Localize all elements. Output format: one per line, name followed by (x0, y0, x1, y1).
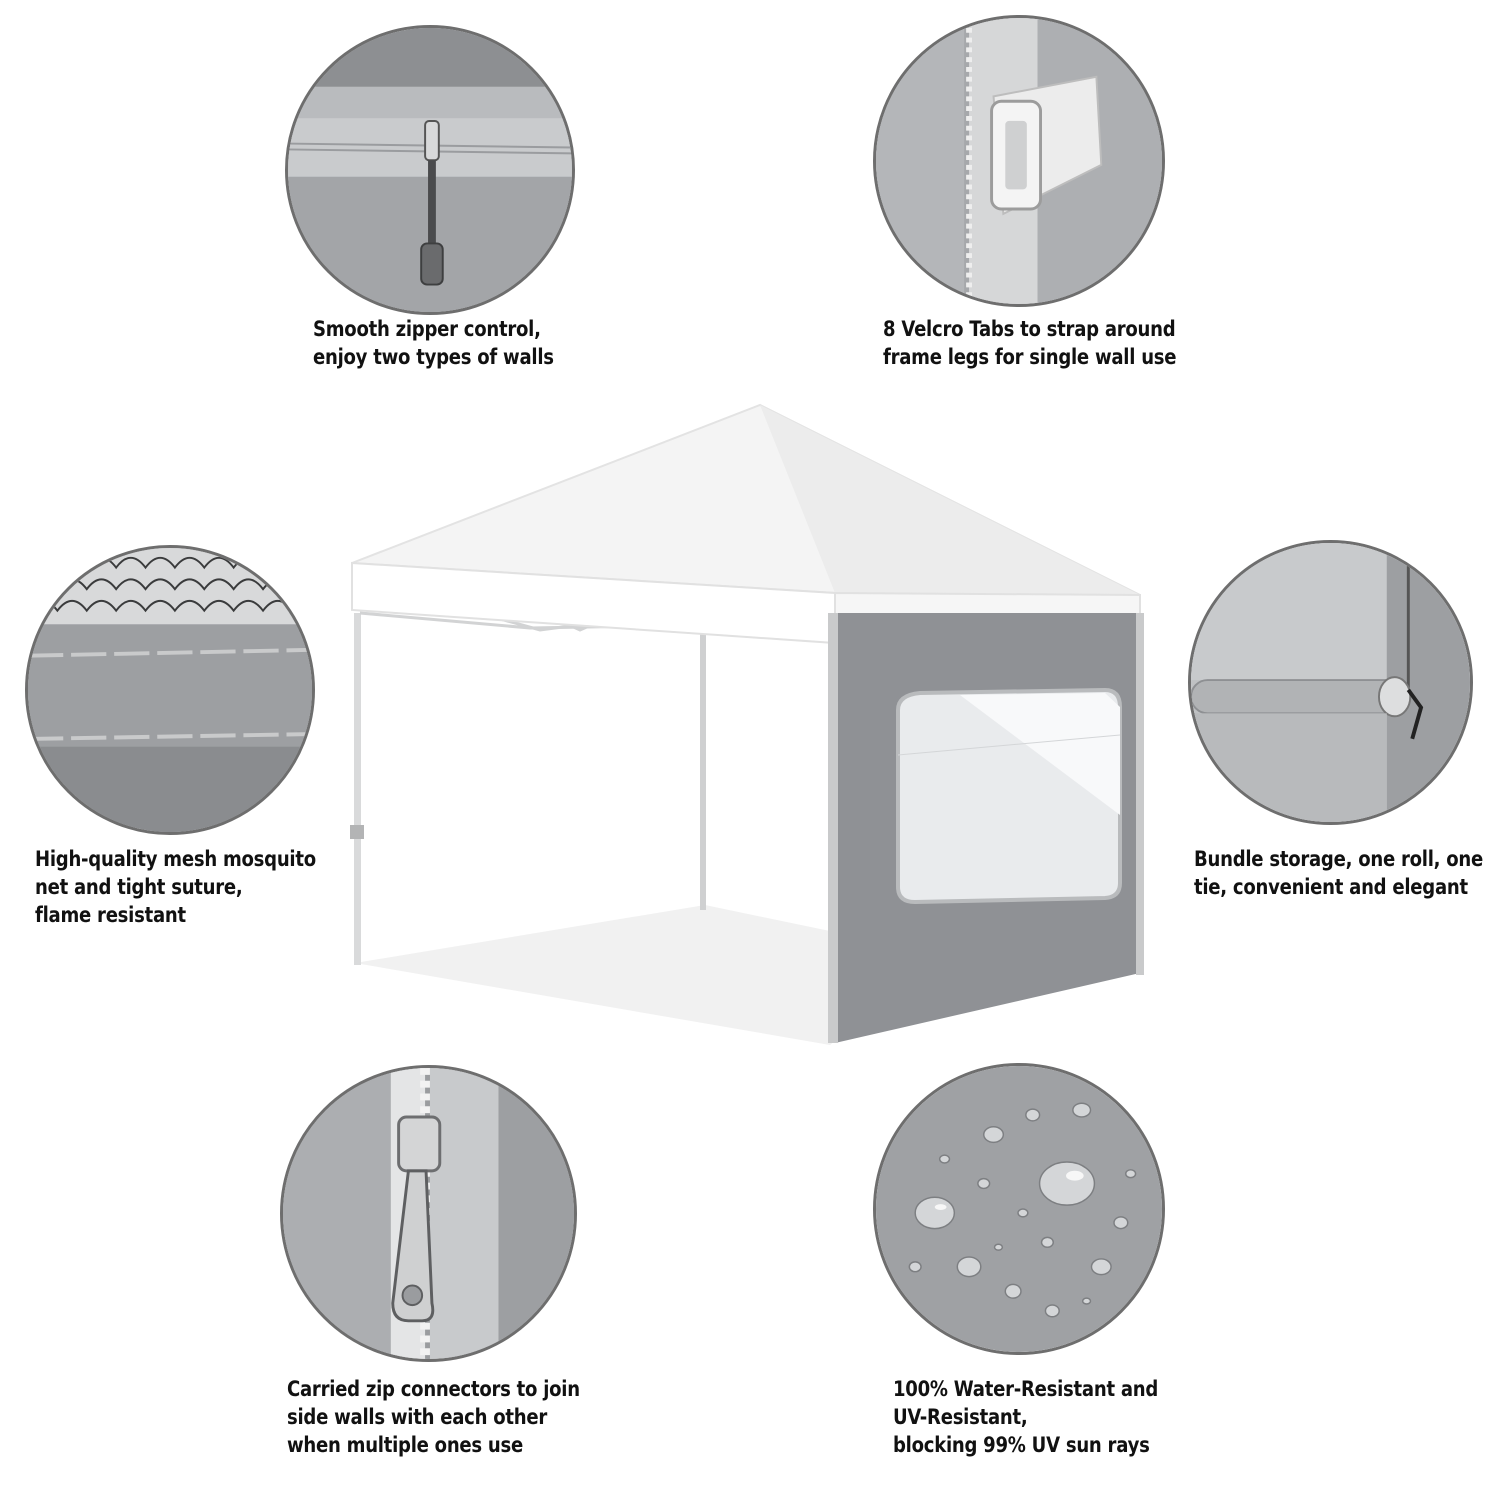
caption-line: Bundle storage, one roll, one (1194, 847, 1484, 871)
caption-line: net and tight suture, (35, 875, 243, 899)
caption-water: 100% Water-Resistant and UV-Resistant, b… (893, 1375, 1158, 1459)
caption-zipper: Smooth zipper control, enjoy two types o… (313, 315, 554, 371)
caption-line: side walls with each other (287, 1405, 547, 1429)
caption-connector: Carried zip connectors to join side wall… (287, 1375, 580, 1459)
mesh-net-closeup-icon (25, 545, 315, 835)
canopy-tent-with-sidewall-icon (330, 395, 1170, 1065)
caption-line: UV-Resistant, (893, 1405, 1028, 1429)
caption-line: 8 Velcro Tabs to strap around (883, 317, 1176, 341)
caption-line: enjoy two types of walls (313, 345, 554, 369)
caption-line: 100% Water-Resistant and (893, 1377, 1159, 1401)
caption-line: tie, convenient and elegant (1194, 875, 1468, 899)
caption-mesh: High-quality mesh mosquito net and tight… (35, 845, 316, 929)
zip-connector-closeup-icon (280, 1065, 577, 1362)
caption-line: flame resistant (35, 903, 186, 927)
caption-velcro: 8 Velcro Tabs to strap around frame legs… (883, 315, 1177, 371)
zipper-closeup-icon (285, 25, 575, 315)
bundle-roll-closeup-icon (1188, 540, 1473, 825)
caption-line: frame legs for single wall use (883, 345, 1177, 369)
caption-line: blocking 99% UV sun rays (893, 1433, 1150, 1457)
caption-line: Smooth zipper control, (313, 317, 541, 341)
velcro-tab-closeup-icon (873, 15, 1165, 307)
caption-bundle: Bundle storage, one roll, one tie, conve… (1194, 845, 1483, 901)
caption-line: High-quality mesh mosquito (35, 847, 316, 871)
water-droplets-closeup-icon (873, 1063, 1165, 1355)
caption-line: when multiple ones use (287, 1433, 524, 1457)
caption-line: Carried zip connectors to join (287, 1377, 580, 1401)
